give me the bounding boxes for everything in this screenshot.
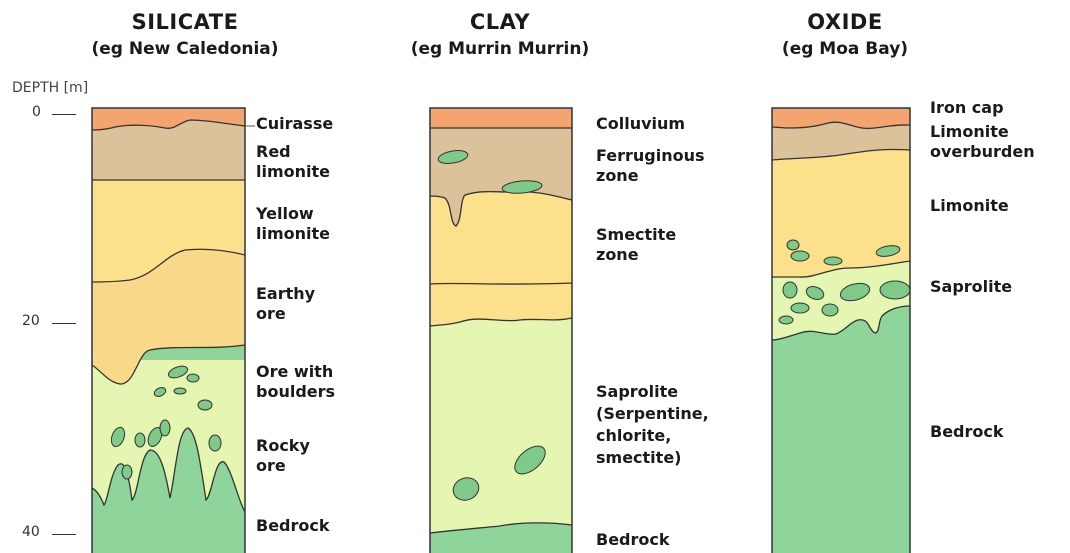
boulder — [779, 316, 793, 324]
clay-colluvium-layer — [430, 108, 572, 128]
oxide-label-iron-cap: Iron cap — [930, 98, 1004, 118]
boulder — [783, 282, 797, 298]
boulder — [122, 465, 132, 479]
silicate-label-bedrock: Bedrock — [256, 516, 330, 536]
silicate-label-yellow-limonite: Yellow limonite — [256, 204, 330, 244]
boulder — [135, 433, 145, 447]
oxide-label-saprolite: Saprolite — [930, 277, 1012, 297]
oxide-label-bedrock: Bedrock — [930, 422, 1004, 442]
silicate-label-rocky-ore: Rocky ore — [256, 436, 310, 476]
boulder — [174, 388, 186, 394]
boulder — [822, 304, 838, 316]
boulder — [880, 281, 910, 299]
boulder — [198, 400, 212, 410]
oxide-column — [772, 108, 910, 553]
clay-column — [430, 108, 572, 553]
boulder — [791, 251, 809, 261]
boulder — [209, 435, 221, 451]
boulder — [187, 374, 199, 382]
oxide-label-limonite-overburden: Limonite overburden — [930, 122, 1035, 162]
clay-label-ferruginous: Ferruginous zone — [596, 146, 705, 186]
silicate-column — [92, 108, 245, 553]
boulder — [787, 240, 799, 250]
boulder — [160, 420, 170, 436]
boulder — [824, 257, 842, 265]
clay-label-colluvium: Colluvium — [596, 114, 685, 134]
silicate-label-earthy-ore: Earthy ore — [256, 284, 315, 324]
clay-label-saprolite: Saprolite (Serpentine, chlorite, smectit… — [596, 381, 709, 469]
silicate-label-red-limonite: Red limonite — [256, 142, 330, 182]
clay-label-smectite: Smectite zone — [596, 225, 676, 265]
clay-label-bedrock: Bedrock — [596, 530, 670, 550]
oxide-label-limonite: Limonite — [930, 196, 1009, 216]
silicate-label-ore-with-boulders: Ore with boulders — [256, 362, 335, 402]
silicate-label-cuirasse: Cuirasse — [256, 114, 333, 134]
boulder — [791, 303, 809, 313]
